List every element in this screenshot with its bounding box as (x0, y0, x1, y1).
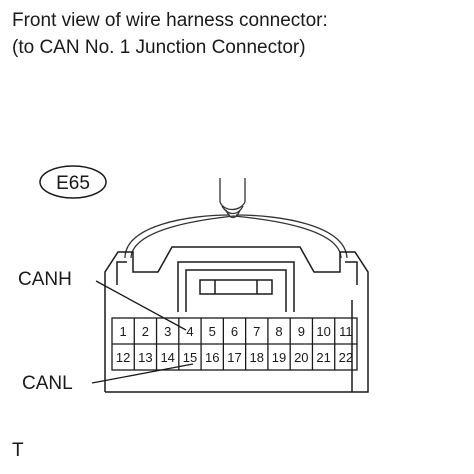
pin-19: 19 (272, 350, 286, 365)
pin-6: 6 (231, 324, 238, 339)
pin-15: 15 (183, 350, 197, 365)
connector-code-oval (39, 165, 107, 199)
pin-1: 1 (120, 324, 127, 339)
pin-3: 3 (164, 324, 171, 339)
pin-21: 21 (316, 350, 330, 365)
pin-11: 11 (339, 324, 353, 339)
pin-7: 7 (253, 324, 260, 339)
pin-22: 22 (339, 350, 353, 365)
title-line-2: (to CAN No. 1 Junction Connector) (12, 37, 306, 58)
pin-10: 10 (316, 324, 330, 339)
canl-leader-line (91, 363, 194, 384)
canh-leader-line (95, 280, 187, 331)
pin-5: 5 (209, 324, 216, 339)
pin-13: 13 (138, 350, 152, 365)
pin-20: 20 (294, 350, 308, 365)
title-line-1: Front view of wire harness connector: (12, 10, 328, 31)
canl-label: CANL (22, 373, 73, 394)
pin-12: 12 (116, 350, 130, 365)
pin-14: 14 (160, 350, 174, 365)
pin-8: 8 (275, 324, 282, 339)
pin-18: 18 (250, 350, 264, 365)
pin-4: 4 (186, 324, 193, 339)
pin-grid (111, 317, 358, 371)
pin-9: 9 (298, 324, 305, 339)
footnote: T (12, 440, 24, 461)
pin-17: 17 (227, 350, 241, 365)
connector-code: E65 (56, 173, 90, 194)
connector-housing (104, 246, 369, 393)
pin-2: 2 (142, 324, 149, 339)
wire-bundle (124, 178, 348, 259)
pin-16: 16 (205, 350, 219, 365)
canh-label: CANH (18, 269, 72, 290)
